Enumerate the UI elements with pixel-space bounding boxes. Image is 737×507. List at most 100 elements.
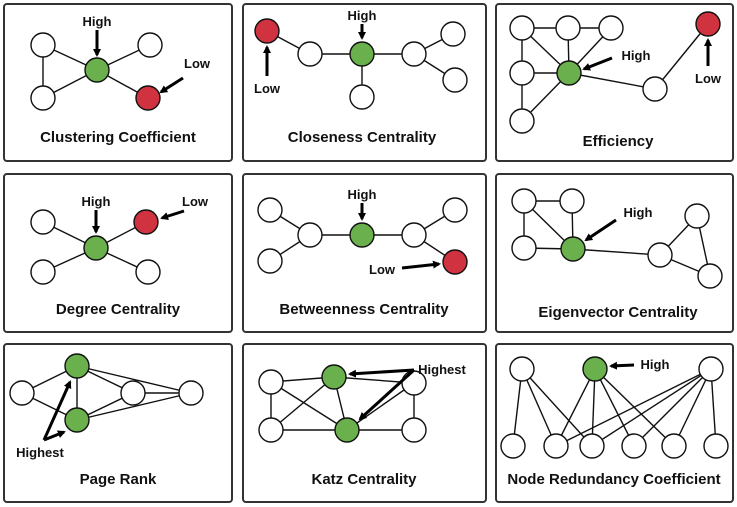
panel-clustering-coefficient: High Low Clustering Coefficient [3,3,233,162]
graph-node [9,380,35,406]
panel-node-redundancy-coefficient: High Node Redundancy Coefficient [495,343,734,503]
arrow-icon [609,361,635,370]
network-graph [30,209,161,285]
high-node [349,222,375,248]
annotation-high: High [624,205,653,220]
graph-node [509,60,535,86]
low-node [133,209,159,235]
graph-node [297,41,323,67]
graph-node [30,32,56,58]
panel-frame [242,173,487,333]
graph-node [258,369,284,395]
panel-title: Clustering Coefficient [40,129,196,146]
panel-frame [495,3,734,162]
graph-node [401,41,427,67]
graph-node [509,356,535,382]
panel-eigenvector-centrality: High Eigenvector Centrality [495,173,734,333]
graph-node [257,197,283,223]
network-graph [509,11,721,134]
graph-node [703,433,729,459]
graph-node [30,85,56,111]
graph-node [555,15,581,41]
arrow-icon [358,368,416,421]
graph-node [509,15,535,41]
arrow-icon [160,209,185,220]
network-graph [500,356,729,459]
graph-node [511,235,537,261]
high-node [556,60,582,86]
graph-node [401,222,427,248]
annotation-low: Low [184,56,211,71]
panel-frame [495,173,734,333]
network-graph [254,18,468,110]
panel-page-rank: Highest Page Rank [3,343,233,503]
arrow-icon [42,380,72,441]
annotation-low: Low [369,262,396,277]
graph-node [30,209,56,235]
graph-node [509,108,535,134]
annotation-high: High [641,357,670,372]
network-graph [30,32,163,111]
panel-title: Degree Centrality [56,301,181,318]
graph-node [401,417,427,443]
arrow-icon [401,260,441,270]
graph-node [30,259,56,285]
annotation-low: Low [182,194,209,209]
annotation-highest: Highest [16,445,64,460]
panel-title: Closeness Centrality [288,129,437,146]
graph-node [579,433,605,459]
network-graph [9,353,204,433]
highest-node [64,353,90,379]
arrow-icon [582,56,613,71]
graph-node [257,248,283,274]
graph-node [500,433,526,459]
graph-node [511,188,537,214]
panel-title: Betweenness Centrality [279,301,449,318]
high-node [582,356,608,382]
arrow-icon [348,368,415,378]
graph-node [598,15,624,41]
annotation-highest: Highest [418,362,466,377]
graph-node [178,380,204,406]
annotation-high: High [82,194,111,209]
annotation-high: High [622,48,651,63]
highest-node [321,364,347,390]
graph-node [684,203,710,229]
panel-frame [3,343,233,503]
panel-frame [3,3,233,162]
panel-betweenness-centrality: High Low Betweenness Centrality [242,173,487,333]
panel-title: Page Rank [80,471,157,488]
high-node [349,41,375,67]
graph-node [349,84,375,110]
panel-katz-centrality: Highest Katz Centrality [242,343,487,503]
low-node [695,11,721,37]
arrow-icon [584,218,617,242]
graph-node [440,21,466,47]
panel-degree-centrality: High Low Degree Centrality [3,173,233,333]
graph-node [697,263,723,289]
graph-node [543,433,569,459]
panel-frame [495,343,734,503]
panel-closeness-centrality: High Low Closeness Centrality [242,3,487,162]
low-node [442,249,468,275]
graph-node [135,259,161,285]
network-graph [258,364,427,443]
graph-node [559,188,585,214]
annotation-high: High [83,14,112,29]
high-node [83,235,109,261]
graph-node [297,222,323,248]
annotation-high: High [348,8,377,23]
panel-title: Eigenvector Centrality [538,304,698,321]
graph-node [698,356,724,382]
graph-node [258,417,284,443]
graph-node [120,380,146,406]
graph-node [621,433,647,459]
annotation-low: Low [254,81,281,96]
annotation-low: Low [695,71,722,86]
graph-node [642,76,668,102]
high-node [84,57,110,83]
panel-title: Efficiency [583,133,655,150]
graph-node [442,197,468,223]
highest-node [334,417,360,443]
